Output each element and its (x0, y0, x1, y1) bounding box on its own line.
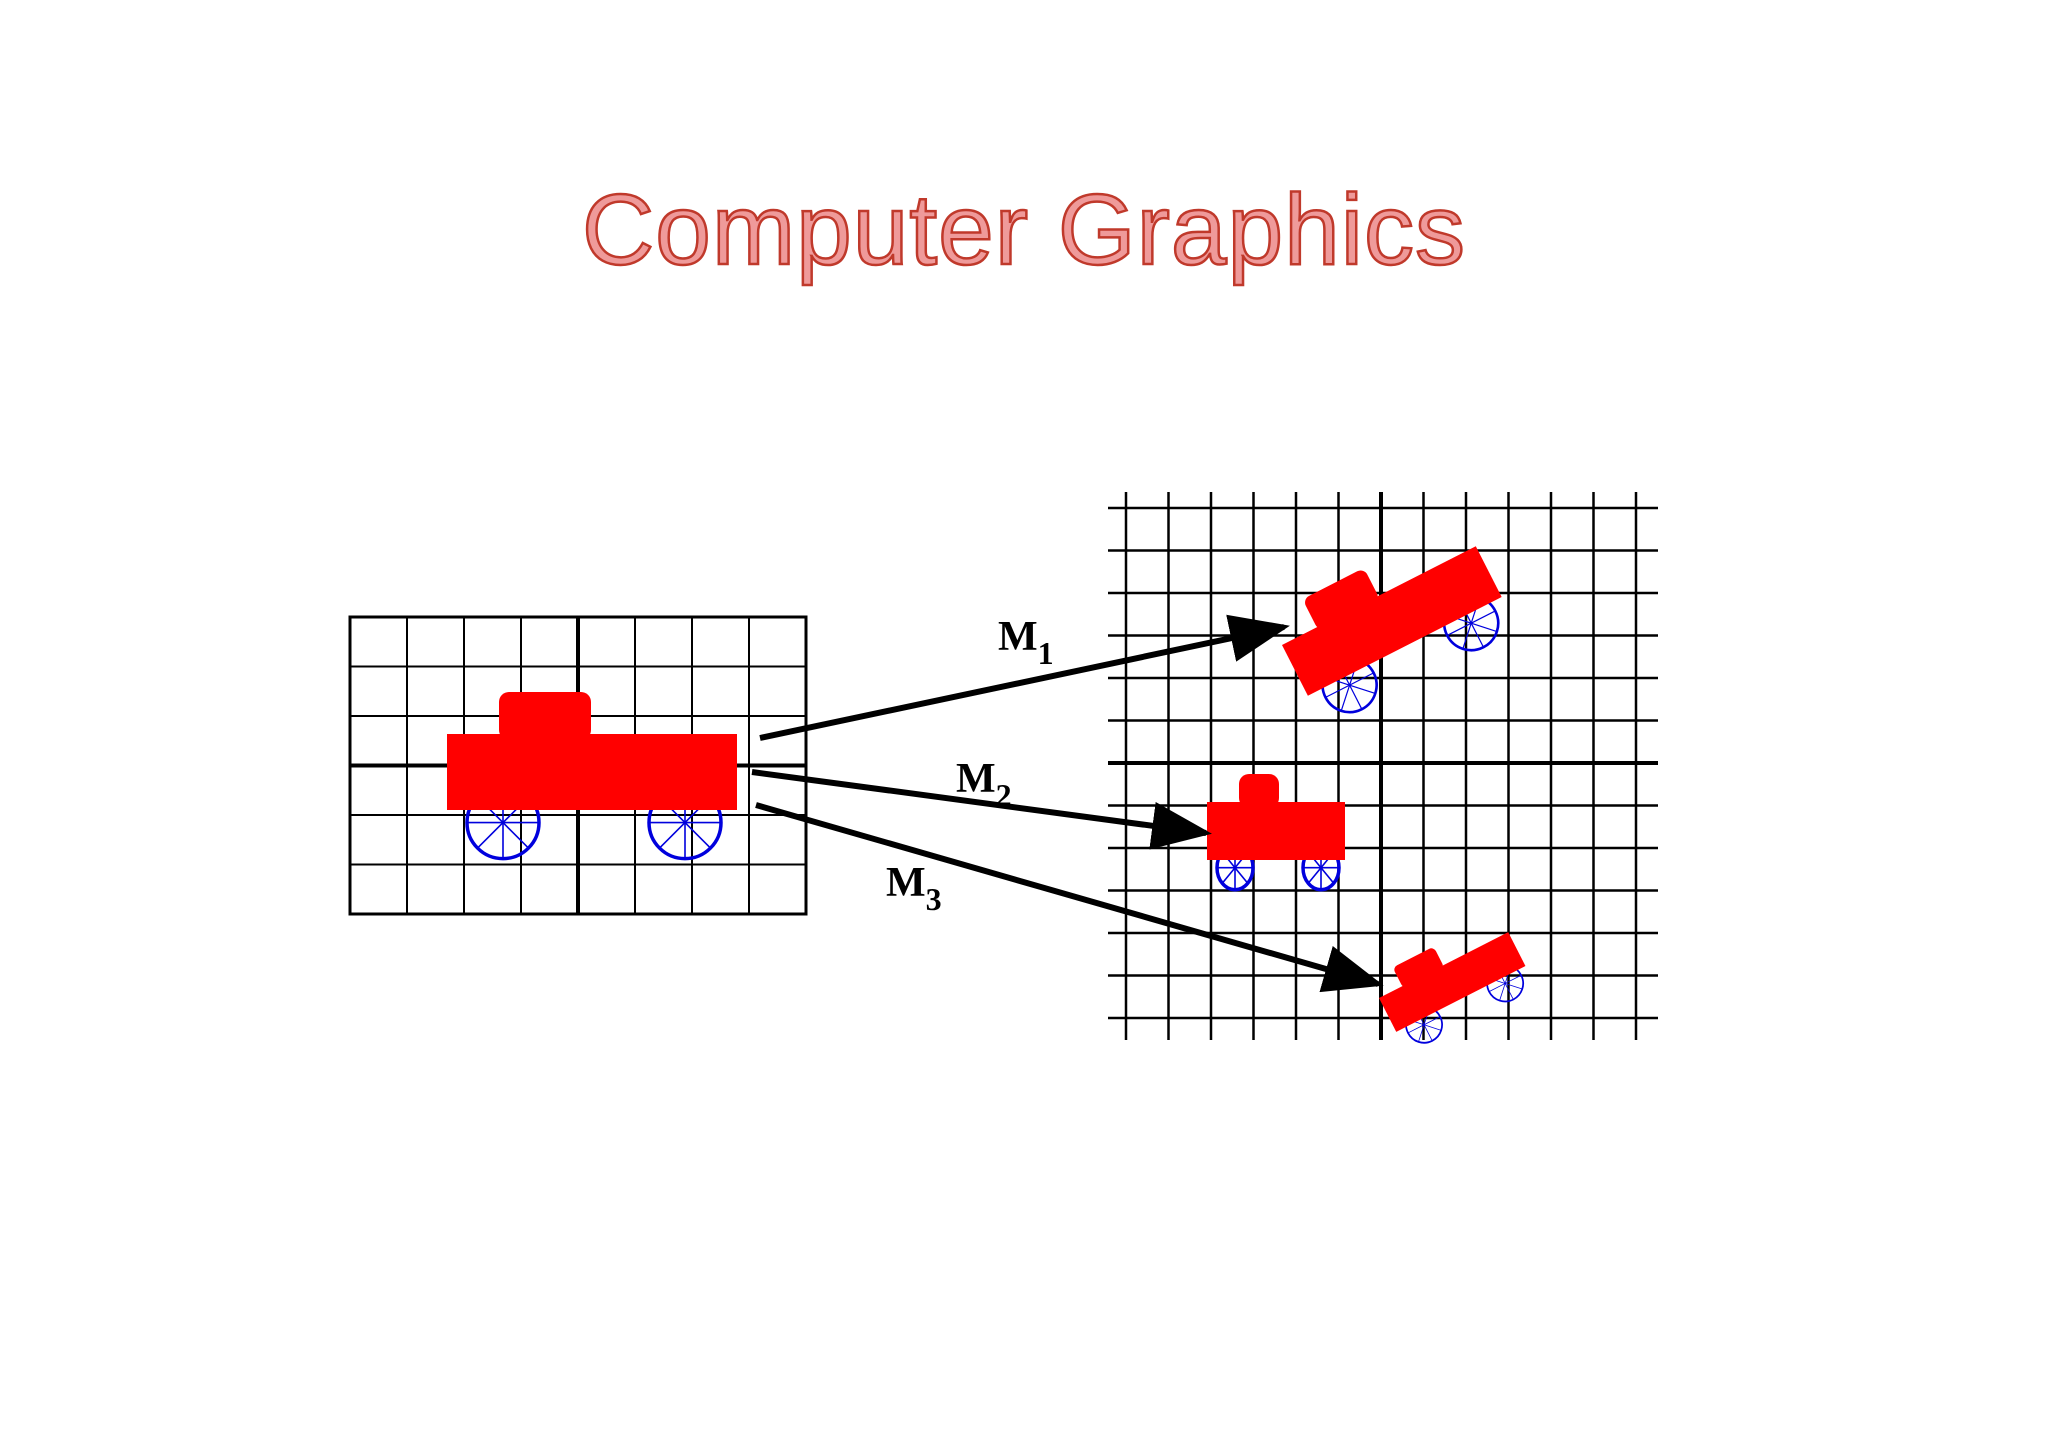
label-m3: M3 (886, 860, 942, 917)
transformed-car-m1 (1282, 546, 1502, 714)
label-m1: M1 (998, 614, 1054, 671)
label-m2: M2 (956, 756, 1012, 813)
car-body (447, 734, 737, 810)
car-body (1207, 802, 1345, 860)
arrow-m1 (759, 614, 1290, 741)
car-cab (1239, 774, 1279, 808)
source-car (447, 692, 737, 861)
car-cab (499, 692, 591, 740)
car-cab (1305, 570, 1378, 629)
car-body (1379, 932, 1526, 1032)
transformed-car-m3 (1379, 932, 1526, 1044)
transformed-car-m2 (1207, 774, 1345, 892)
car-cab (1394, 948, 1443, 988)
car-body (1282, 546, 1502, 696)
target-grid (1108, 492, 1658, 1040)
arrow-m2 (751, 769, 1212, 850)
slide-title: Computer Graphics (581, 173, 1467, 288)
arrow-m3 (755, 802, 1384, 993)
